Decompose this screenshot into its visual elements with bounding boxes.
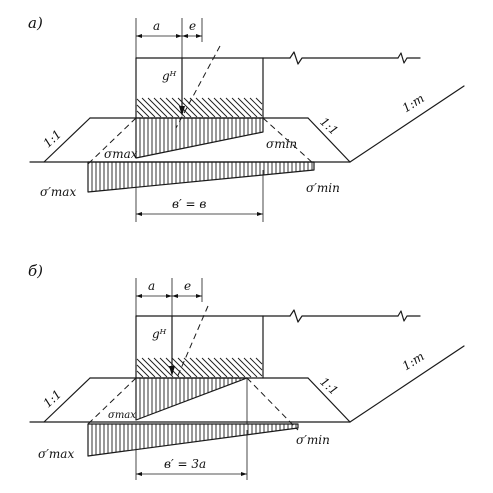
wall-hatch-line [213,97,234,118]
wall-hatch-line [231,357,252,378]
wall-hatch-line [195,357,216,378]
panel-a-sigma-min-prime: σ′min [306,181,340,195]
panel-b-sigma-max-prime: σ′max [38,447,74,461]
panel-b: б) a e gᴴ [28,262,465,480]
wall-hatch-line [201,357,222,378]
wall-hatch-line [136,98,156,118]
panel-a-slope-left: 1:1 [41,127,65,150]
panel-b-sigma-max: σmax [108,410,136,421]
wall-hatch-line [243,357,263,377]
wall-hatch-line [249,97,263,111]
wall-hatch-line [225,97,246,118]
panel-a-slope-far: 1:m [400,91,427,115]
panel-b-load-label: gᴴ [152,327,167,341]
wall-hatch-line [165,357,186,378]
wall-hatch-line [177,97,198,118]
panel-a-dim-a: a [153,19,160,33]
panel-a-wall [135,51,421,119]
panel-b-dim-a: a [148,279,155,293]
wall-hatch-line [147,357,168,378]
wall-hatch-line [201,97,222,118]
wall-hatch-line [147,97,168,118]
panel-b-load: gᴴ [152,305,209,381]
wall-hatch-line [195,97,216,118]
panel-b-slope-left: 1:1 [41,387,65,410]
wall-hatch-line [219,357,240,378]
panel-b-dim-e: e [184,279,191,293]
panel-a-wall-hatch [136,97,263,118]
wall-hatch-line [255,97,263,105]
wall-hatch-line [213,357,234,378]
wall-hatch-line [141,357,162,378]
panel-a-slope-right: 1:1 [317,115,341,138]
panel-b-dimensions: a e [135,278,203,316]
panel-a-base-width: в′ = в [172,197,206,211]
wall-hatch-line [219,97,240,118]
wall-hatch-line [171,357,192,378]
panel-a-load-label: gᴴ [162,69,177,83]
panel-b-pressure-lower: σ′max σ′min [38,423,330,461]
wall-hatch-line [136,110,144,118]
wall-hatch-line [183,357,204,378]
panel-a-base-dim: в′ = в [135,170,264,222]
panel-a-label: а) [28,14,43,32]
wall-hatch-line [225,357,246,378]
wall-hatch-line [207,97,228,118]
panel-b-label: б) [28,262,43,280]
wall-hatch-line [207,357,228,378]
panel-b-slope-far: 1:m [400,349,427,373]
panel-a-sigma-max-prime: σ′max [40,185,76,199]
wall-hatch-line [243,97,263,117]
panel-b-wall [135,309,421,379]
panel-b-base-dim: в′ = 3a [135,430,248,480]
panel-a-pressure-lower: σ′max σ′min [40,161,340,199]
wall-hatch-line [153,357,174,378]
panel-b-slope-right: 1:1 [317,375,341,398]
panel-a: а) a e gᴴ [28,14,465,222]
panel-b-base-width: в′ = 3a [164,457,206,471]
wall-hatch-line [249,357,263,371]
panel-a-dimensions: a e [135,18,203,58]
panel-b-pressure-upper: σmax [108,377,248,421]
panel-a-embankment: 1:1 1:1 1:m [29,85,465,165]
wall-hatch-line [189,357,210,378]
wall-hatch-line [255,357,263,365]
wall-hatch-line [177,357,198,378]
panel-a-pressure-upper: σmax σmin [104,117,297,161]
wall-hatch-line [159,97,180,118]
wall-hatch-line [231,97,252,118]
wall-hatch-line [237,97,258,118]
panel-b-sigma-min-prime: σ′min [296,433,330,447]
wall-hatch-line [189,97,210,118]
wall-hatch-line [183,97,204,118]
panel-a-sigma-min: σmin [266,137,297,151]
panel-a-sigma-max: σmax [104,147,138,161]
wall-hatch-line [136,370,144,378]
wall-hatch-line [141,97,162,118]
panel-b-wall-hatch [136,357,263,378]
wall-hatch-line [153,97,174,118]
panel-a-load: gᴴ [162,45,221,129]
wall-hatch-line [136,364,150,378]
panel-a-dim-e: e [189,19,196,33]
wall-hatch-line [136,104,150,118]
wall-hatch-line [136,358,156,378]
panel-b-embankment: 1:1 1:1 1:m [29,345,465,431]
wall-hatch-line [237,357,258,378]
